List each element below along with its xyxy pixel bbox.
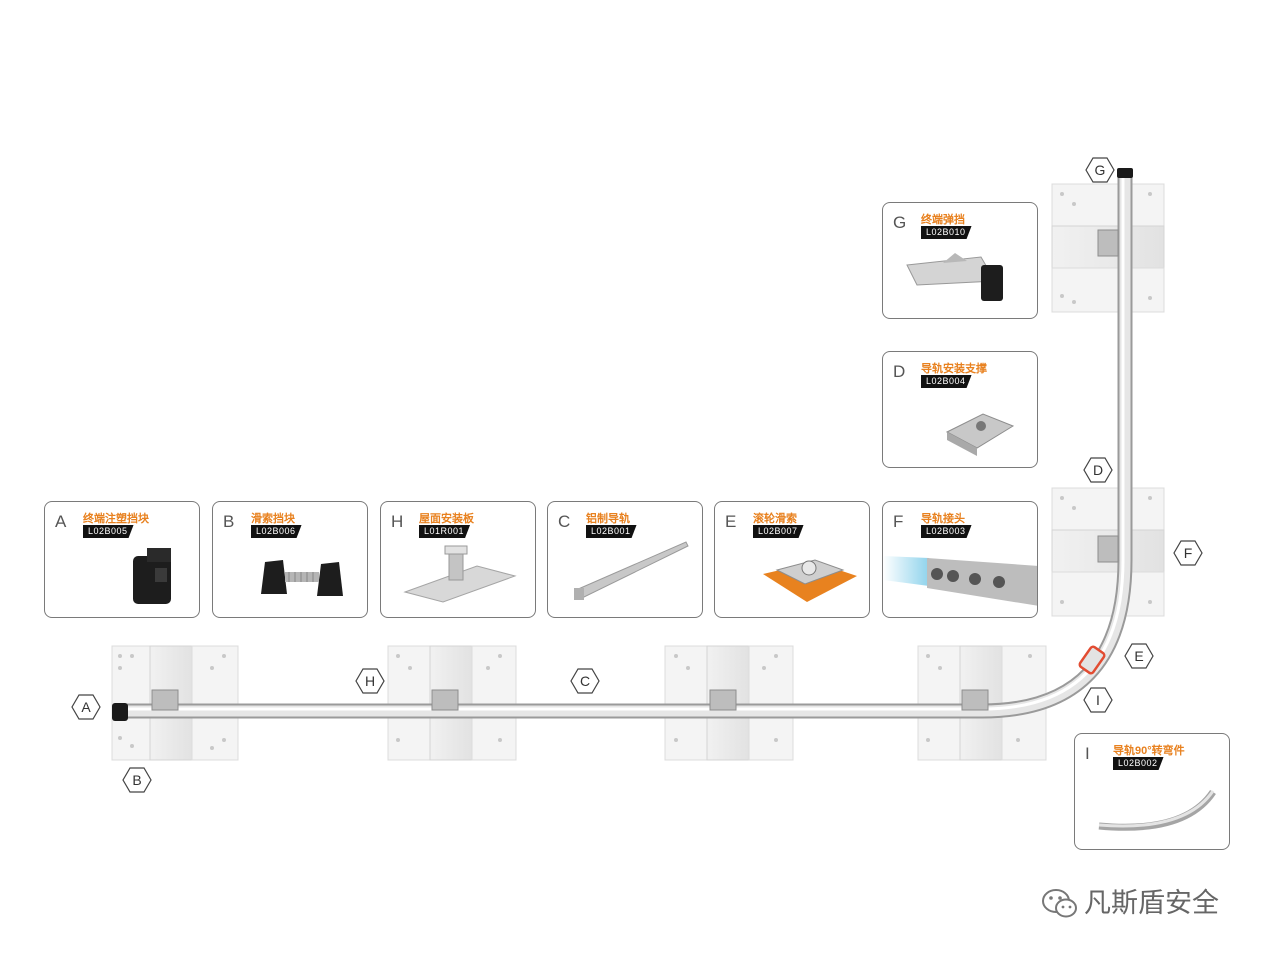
rail-bend-image [1098, 789, 1216, 831]
wechat-icon [1042, 889, 1077, 918]
component-card-d[interactable]: D 导轨安装支撑 L02B004 [882, 351, 1038, 468]
card-letter: E [725, 512, 737, 531]
card-name: 铝制导轨 [586, 513, 630, 525]
rail-supports [151, 229, 1119, 711]
end-stop-a [112, 703, 128, 721]
card-code: L02B010 [921, 226, 972, 239]
card-code: L02B005 [83, 525, 134, 538]
marker-g: G [1085, 157, 1115, 183]
plate-holes [118, 192, 1152, 750]
component-card-e[interactable]: E 滚轮滑索 L02B007 [714, 501, 870, 618]
roller-trolley-e [1078, 645, 1106, 675]
card-name: 终端弹挡 [921, 214, 965, 226]
marker-f: F [1173, 540, 1203, 566]
marker-c: C [570, 668, 600, 694]
component-card-a[interactable]: A 终端注塑挡块 L02B005 [44, 501, 200, 618]
card-code: L02B003 [921, 525, 972, 538]
card-letter: D [893, 362, 906, 381]
card-name: 滚轮滑索 [753, 513, 797, 525]
marker-h: H [355, 668, 385, 694]
card-letter: G [893, 213, 907, 232]
card-code: L02B007 [753, 525, 804, 538]
card-code: L02B002 [1113, 757, 1164, 770]
card-code: L01R001 [419, 525, 470, 538]
card-code: L02B006 [251, 525, 302, 538]
card-code: L02B001 [586, 525, 637, 538]
marker-d: D [1083, 457, 1113, 483]
watermark-text: 凡斯盾安全 [1084, 888, 1219, 918]
card-name: 导轨安装支撑 [921, 363, 987, 375]
card-name: 滑索挡块 [251, 513, 295, 525]
card-name: 导轨90°转弯件 [1113, 745, 1185, 757]
mounting-plate-3 [664, 645, 794, 761]
card-letter: B [223, 512, 235, 531]
marker-i: I [1083, 687, 1113, 713]
card-letter: C [558, 512, 571, 531]
card-name: 终端注塑挡块 [83, 513, 149, 525]
aluminum-rail-image [574, 541, 689, 600]
component-card-b[interactable]: B 滑索挡块 L02B006 [212, 501, 368, 618]
card-letter: F [893, 512, 904, 531]
card-code: L02B004 [921, 375, 972, 388]
end-stop-image [133, 548, 171, 604]
end-stop-g [1117, 168, 1133, 178]
component-card-f[interactable]: F 导轨接头 L02B003 [882, 501, 1038, 618]
watermark: 凡斯盾安全 [1040, 885, 1240, 921]
marker-e: E [1124, 643, 1154, 669]
component-card-i[interactable]: I 导轨90°转弯件 L02B002 [1074, 733, 1230, 850]
component-card-c[interactable]: C 铝制导轨 L02B001 [547, 501, 703, 618]
mounting-plate-1 [111, 645, 239, 761]
roller-trolley-image [763, 559, 857, 602]
component-card-h[interactable]: H 屋面安装板 L01R001 [380, 501, 536, 618]
component-card-g[interactable]: G 终端弹挡 L02B010 [882, 202, 1038, 319]
card-name: 导轨接头 [921, 513, 965, 525]
rail-support-image [945, 413, 1015, 456]
card-letter: A [55, 512, 67, 531]
mounting-plate-6 [1051, 487, 1165, 617]
roof-plate-image [403, 545, 517, 603]
rail-joint-image [883, 556, 1037, 606]
card-letter: H [391, 512, 404, 531]
card-name: 屋面安装板 [419, 513, 474, 525]
spring-end-stop-image [906, 253, 1003, 301]
card-letter: I [1085, 744, 1090, 763]
marker-a: A [71, 694, 101, 720]
mounting-plate-2 [387, 645, 517, 761]
rope-stop-image [261, 560, 343, 596]
marker-b: B [122, 767, 152, 793]
